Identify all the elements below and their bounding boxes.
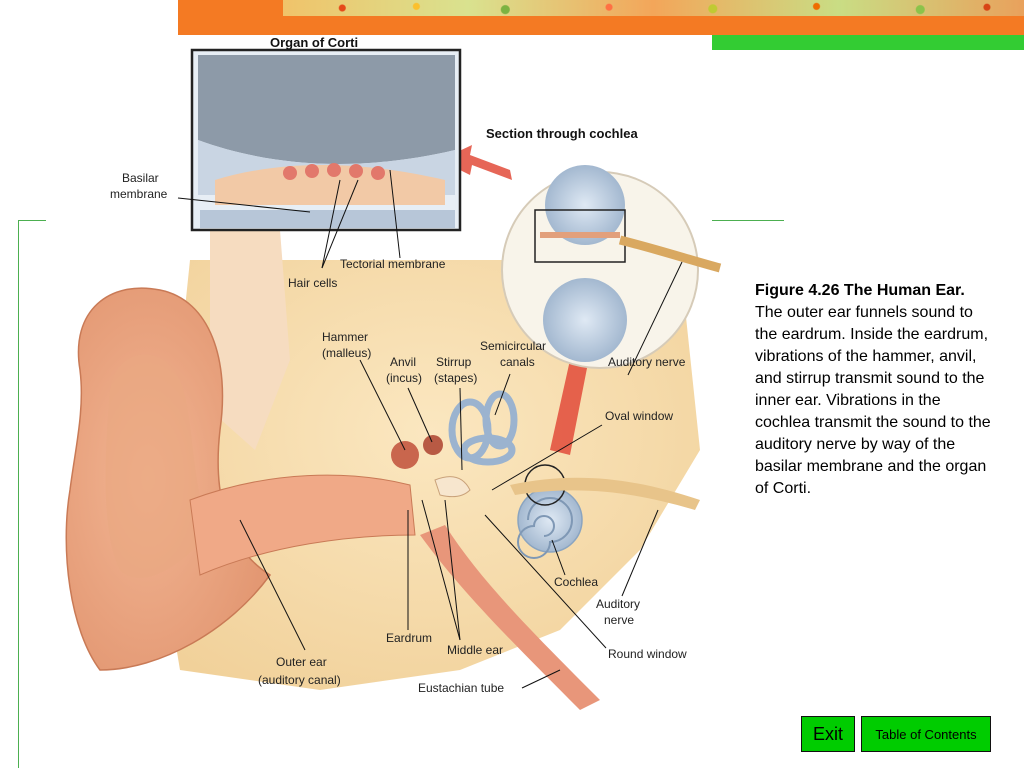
- label-outer-ear-2: (auditory canal): [258, 673, 341, 687]
- label-stirrup-2: (stapes): [434, 371, 477, 385]
- pinna-inner: [105, 354, 210, 578]
- hammer-shape: [391, 441, 419, 469]
- anvil-shape: [423, 435, 443, 455]
- label-auditory-nerve-2: nerve: [604, 613, 634, 627]
- caption-title: Figure 4.26 The Human Ear.: [755, 282, 965, 299]
- label-basilar-2: membrane: [110, 187, 168, 201]
- table-of-contents-button[interactable]: Table of Contents: [861, 716, 991, 752]
- label-anvil-2: (incus): [386, 371, 422, 385]
- label-outer-ear-1: Outer ear: [276, 655, 327, 669]
- header-banner-floral: [283, 0, 1024, 16]
- skull-bone: [160, 260, 700, 690]
- auditory-nerve-shape: [510, 477, 700, 510]
- organ-of-corti-inset: [190, 48, 462, 232]
- label-hammer-1: Hammer: [322, 330, 368, 344]
- label-eustachian: Eustachian tube: [418, 681, 504, 695]
- stirrup-shape: [434, 476, 471, 498]
- label-hammer-2: (malleus): [322, 346, 371, 360]
- header-banner-green: [712, 35, 1024, 50]
- label-hair-cells: Hair cells: [288, 276, 337, 290]
- semicircular-canals-shape: [448, 390, 518, 466]
- frame-line-left-top: [18, 220, 46, 221]
- label-cochlea: Cochlea: [554, 575, 598, 589]
- ear-diagram: Organ of Corti Section through cochlea B…: [40, 30, 740, 720]
- figure-caption: Figure 4.26 The Human Ear. The outer ear…: [755, 280, 995, 500]
- label-organ-of-corti: Organ of Corti: [270, 35, 358, 50]
- cochlea-section-shape: [501, 165, 722, 369]
- label-tectorial: Tectorial membrane: [340, 257, 446, 271]
- label-auditory-nerve-1: Auditory: [596, 597, 640, 611]
- label-semicircular-1: Semicircular: [480, 339, 546, 353]
- label-semicircular-2: canals: [500, 355, 535, 369]
- label-stirrup-1: Stirrup: [436, 355, 472, 369]
- label-anvil-1: Anvil: [390, 355, 416, 369]
- eustachian-tube-shape: [420, 525, 600, 710]
- label-auditory-nerve-top: Auditory nerve: [608, 355, 686, 369]
- exit-button[interactable]: Exit: [801, 716, 855, 752]
- neck-tissue: [210, 230, 290, 450]
- frame-line-left: [18, 220, 19, 768]
- content-top-block: [180, 35, 712, 50]
- label-round-window: Round window: [608, 647, 687, 661]
- ear-canal: [189, 474, 416, 576]
- hair-cells-shape: [283, 163, 385, 180]
- label-oval-window: Oval window: [605, 409, 673, 423]
- frame-line-right-top: [712, 220, 784, 221]
- label-middle-ear: Middle ear: [447, 643, 503, 657]
- caption-body: The outer ear funnels sound to the eardr…: [755, 304, 991, 497]
- label-eardrum: Eardrum: [386, 631, 432, 645]
- label-section-cochlea: Section through cochlea: [486, 126, 638, 141]
- label-basilar-1: Basilar: [122, 171, 159, 185]
